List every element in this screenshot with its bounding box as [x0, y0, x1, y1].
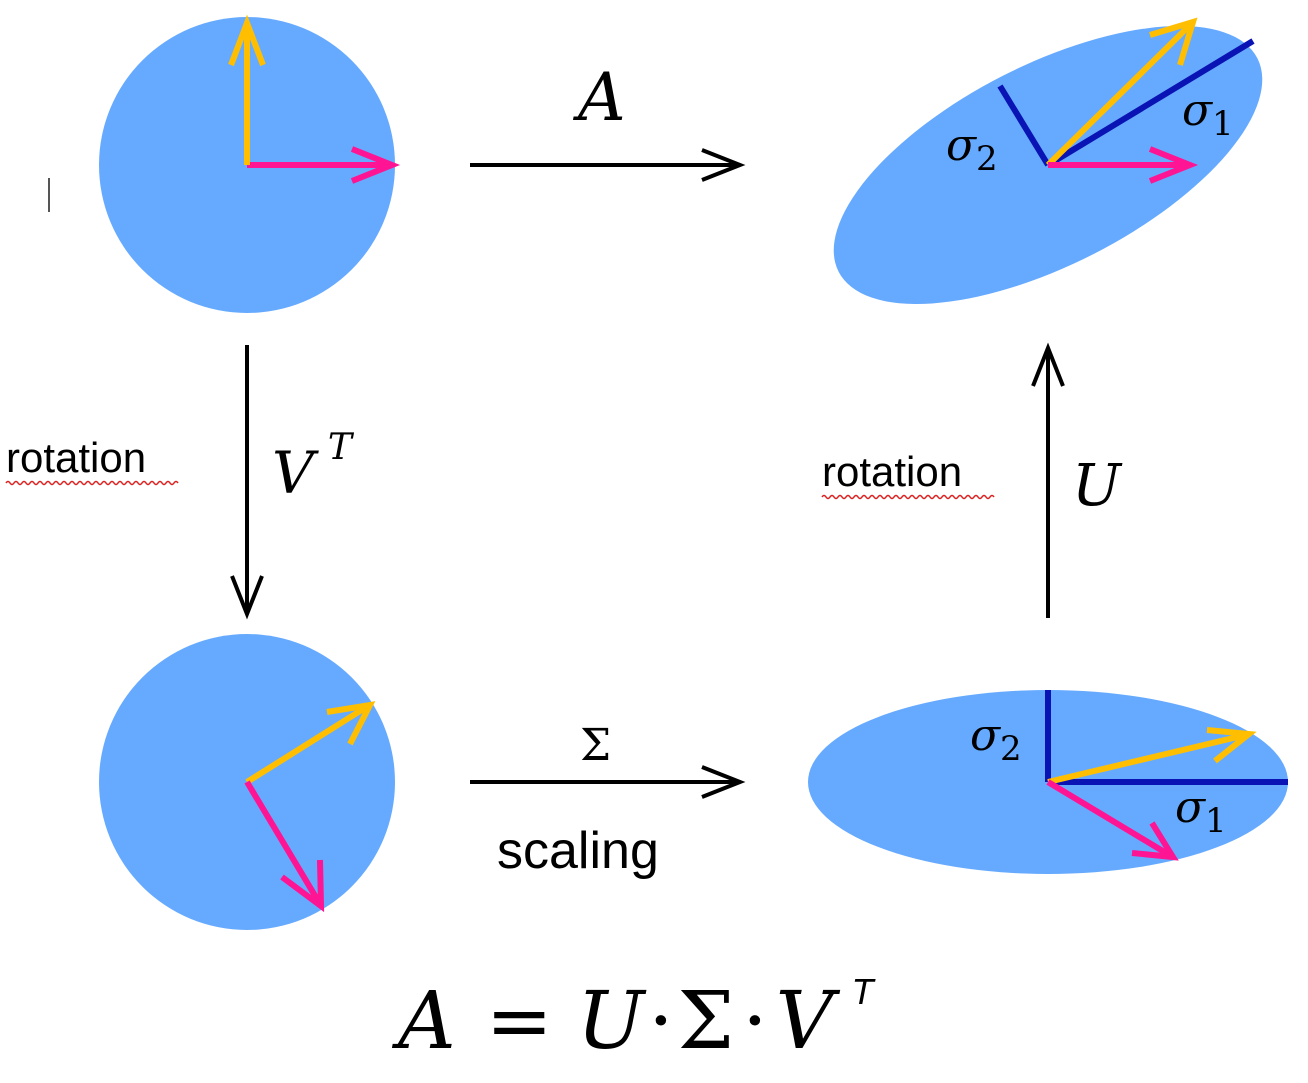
equation-sup-T: T — [851, 971, 876, 1012]
right-rotation-label: rotation — [822, 448, 962, 495]
bottom-right-ellipse — [808, 690, 1288, 874]
magenta-basis-vector — [247, 146, 401, 184]
top-sigma1-label: σ1 — [1182, 85, 1234, 144]
yellow-scaled-vector — [1047, 727, 1257, 785]
yellow-basis-vector — [228, 14, 266, 165]
sigma1-axis — [1046, 38, 1255, 168]
label-U: U — [1072, 451, 1123, 519]
bottom-sigma1-label: σ1 — [1175, 782, 1227, 841]
magenta-rotated-vector — [244, 780, 325, 913]
label-A: A — [572, 59, 626, 136]
equation-V: V — [776, 974, 841, 1067]
equation-equals: = — [486, 974, 553, 1067]
equation-lhs: A — [391, 974, 456, 1067]
equation-U: U — [577, 974, 647, 1067]
transform-arrow-Sigma — [470, 765, 746, 799]
yellow-rotated-vector — [245, 701, 376, 785]
yellow-transformed-vector — [1045, 17, 1198, 168]
top-left-unit-disk — [99, 14, 401, 313]
magenta-scaled-vector — [1046, 779, 1179, 861]
scaling-label: scaling — [497, 822, 659, 880]
bottom-sigma2-label: σ2 — [970, 710, 1022, 769]
top-sigma2-label: σ2 — [946, 120, 998, 179]
left-rotation-label: rotation — [6, 434, 146, 481]
top-right-ellipse — [833, 17, 1263, 305]
bottom-left-rotated-disk — [99, 634, 395, 930]
equation-Sigma: Σ — [678, 974, 735, 1067]
transform-arrow-A — [470, 148, 746, 182]
transform-arrow-U — [1031, 342, 1065, 618]
transform-arrow-VT — [230, 345, 264, 620]
equation-dot-2: · — [742, 974, 767, 1067]
spellcheck-underline-right — [821, 494, 995, 500]
equation-dot-1: · — [648, 974, 673, 1067]
magenta-transformed-vector — [1048, 146, 1199, 184]
label-Sigma: Σ — [580, 720, 611, 771]
sigma2-axis — [997, 84, 1051, 167]
spellcheck-underline-left — [5, 480, 179, 486]
